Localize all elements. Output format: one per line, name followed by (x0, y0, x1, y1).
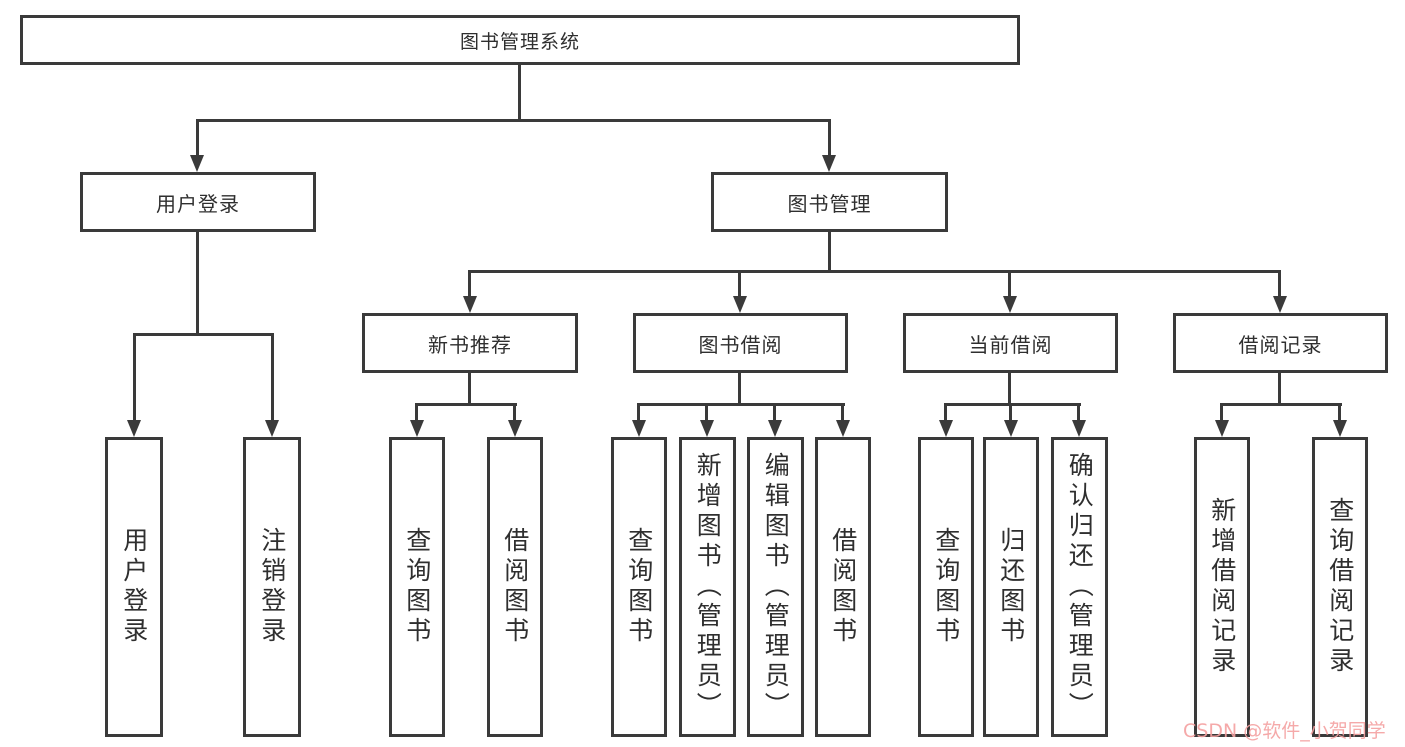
node-user-login-label: 用户登录 (156, 191, 240, 216)
connector-book-management-stem (828, 232, 831, 273)
arrowhead-recommend-borrow (508, 420, 522, 437)
node-current-borrowing-label: 当前借阅 (968, 332, 1053, 357)
connector-drop-records-query (1338, 403, 1341, 420)
leaf-records-add-record-label: 新增借阅记录 (1207, 497, 1237, 677)
node-borrowing-records-label: 借阅记录 (1238, 332, 1323, 357)
leaf-current-query-books-label: 查询图书 (931, 527, 961, 647)
arrowhead-borrowing-borrow (836, 420, 850, 437)
arrowhead-borrowing-add (700, 420, 714, 437)
connector-drop-book-borrowing (738, 270, 741, 297)
leaf-borrowing-add-books-admin: 新增图书（管理员） (679, 437, 736, 737)
node-book-borrowing: 图书借阅 (633, 313, 848, 373)
connector-user-login-hline (133, 333, 274, 336)
leaf-current-confirm-return-admin: 确认归还（管理员） (1051, 437, 1108, 737)
connector-root-stem (518, 65, 521, 121)
arrowhead-current-return (1004, 420, 1018, 437)
node-book-borrowing-label: 图书借阅 (698, 332, 783, 357)
connector-drop-book-management (828, 119, 831, 156)
leaf-borrowing-edit-books-admin-label: 编辑图书（管理员） (761, 452, 791, 722)
connector-records-stem (1278, 373, 1281, 406)
leaf-borrowing-add-books-admin-label: 新增图书（管理员） (693, 452, 723, 722)
leaf-borrowing-query-books-label: 查询图书 (624, 527, 654, 647)
connector-drop-recommend-query (415, 403, 418, 420)
connector-drop-user-login (196, 119, 199, 156)
leaf-current-query-books: 查询图书 (918, 437, 974, 737)
node-user-login: 用户登录 (80, 172, 316, 232)
leaf-recommend-query-books-label: 查询图书 (402, 527, 432, 647)
arrowhead-current-query (939, 420, 953, 437)
connector-drop-borrowing-borrow (841, 403, 844, 420)
connector-drop-current-confirm (1077, 403, 1080, 420)
connector-drop-new-book-recommendation (468, 270, 471, 297)
leaf-logout-label: 注销登录 (257, 527, 287, 647)
connector-current-hline (944, 403, 1081, 406)
leaf-current-confirm-return-admin-label: 确认归还（管理员） (1065, 452, 1095, 722)
arrowhead-current-confirm (1072, 420, 1086, 437)
connector-level3-hline (469, 270, 1281, 273)
connector-drop-leaf-logout (271, 333, 274, 420)
node-root-label: 图书管理系统 (459, 30, 580, 53)
connector-drop-borrowing-records (1278, 270, 1281, 297)
connector-drop-borrowing-query (637, 403, 640, 420)
arrowhead-book-management (822, 155, 836, 172)
node-current-borrowing: 当前借阅 (903, 313, 1118, 373)
connector-drop-current-borrowing (1008, 270, 1011, 297)
node-book-management: 图书管理 (711, 172, 948, 232)
connector-drop-borrowing-edit (773, 403, 776, 420)
connector-borrowing-hline (637, 403, 845, 406)
connector-drop-current-return (1009, 403, 1012, 420)
arrowhead-leaf-user-login (127, 420, 141, 437)
connector-drop-borrowing-add (705, 403, 708, 420)
node-borrowing-records: 借阅记录 (1173, 313, 1388, 373)
node-root: 图书管理系统 (20, 15, 1020, 65)
node-new-book-recommendation: 新书推荐 (362, 313, 578, 373)
leaf-records-query-record-label: 查询借阅记录 (1325, 497, 1355, 677)
arrowhead-book-borrowing (733, 296, 747, 313)
connector-drop-current-query (944, 403, 947, 420)
connector-drop-leaf-user-login (133, 333, 136, 420)
leaf-current-return-books-label: 归还图书 (996, 527, 1026, 647)
arrowhead-recommend-query (410, 420, 424, 437)
arrowhead-borrowing-records (1273, 296, 1287, 313)
leaf-borrowing-borrow-books: 借阅图书 (815, 437, 871, 737)
leaf-borrowing-borrow-books-label: 借阅图书 (828, 527, 858, 647)
arrowhead-borrowing-edit (768, 420, 782, 437)
connector-user-login-stem (196, 232, 199, 336)
leaf-recommend-borrow-books: 借阅图书 (487, 437, 543, 737)
connector-current-stem (1008, 373, 1011, 406)
leaf-records-query-record: 查询借阅记录 (1312, 437, 1368, 737)
node-book-management-label: 图书管理 (787, 191, 872, 216)
csdn-watermark: CSDN @软件_小贺同学 (1183, 720, 1386, 742)
arrowhead-records-add (1215, 420, 1229, 437)
arrowhead-leaf-logout (265, 420, 279, 437)
connector-root-hline (196, 119, 831, 122)
connector-recommend-stem (468, 373, 471, 406)
arrowhead-user-login (190, 155, 204, 172)
node-new-book-recommendation-label: 新书推荐 (428, 332, 512, 357)
arrowhead-current-borrowing (1003, 296, 1017, 313)
arrowhead-records-query (1333, 420, 1347, 437)
leaf-recommend-borrow-books-label: 借阅图书 (500, 527, 530, 647)
leaf-records-add-record: 新增借阅记录 (1194, 437, 1250, 737)
connector-borrowing-stem (738, 373, 741, 406)
leaf-user-login: 用户登录 (105, 437, 163, 737)
arrowhead-new-book-recommendation (463, 296, 477, 313)
leaf-user-login-label: 用户登录 (119, 527, 149, 647)
arrowhead-borrowing-query (632, 420, 646, 437)
connector-records-hline (1220, 403, 1342, 406)
leaf-borrowing-query-books: 查询图书 (611, 437, 667, 737)
leaf-borrowing-edit-books-admin: 编辑图书（管理员） (747, 437, 804, 737)
leaf-current-return-books: 归还图书 (983, 437, 1039, 737)
connector-drop-recommend-borrow (513, 403, 516, 420)
leaf-logout: 注销登录 (243, 437, 301, 737)
connector-recommend-hline (415, 403, 517, 406)
connector-drop-records-add (1220, 403, 1223, 420)
leaf-recommend-query-books: 查询图书 (389, 437, 445, 737)
